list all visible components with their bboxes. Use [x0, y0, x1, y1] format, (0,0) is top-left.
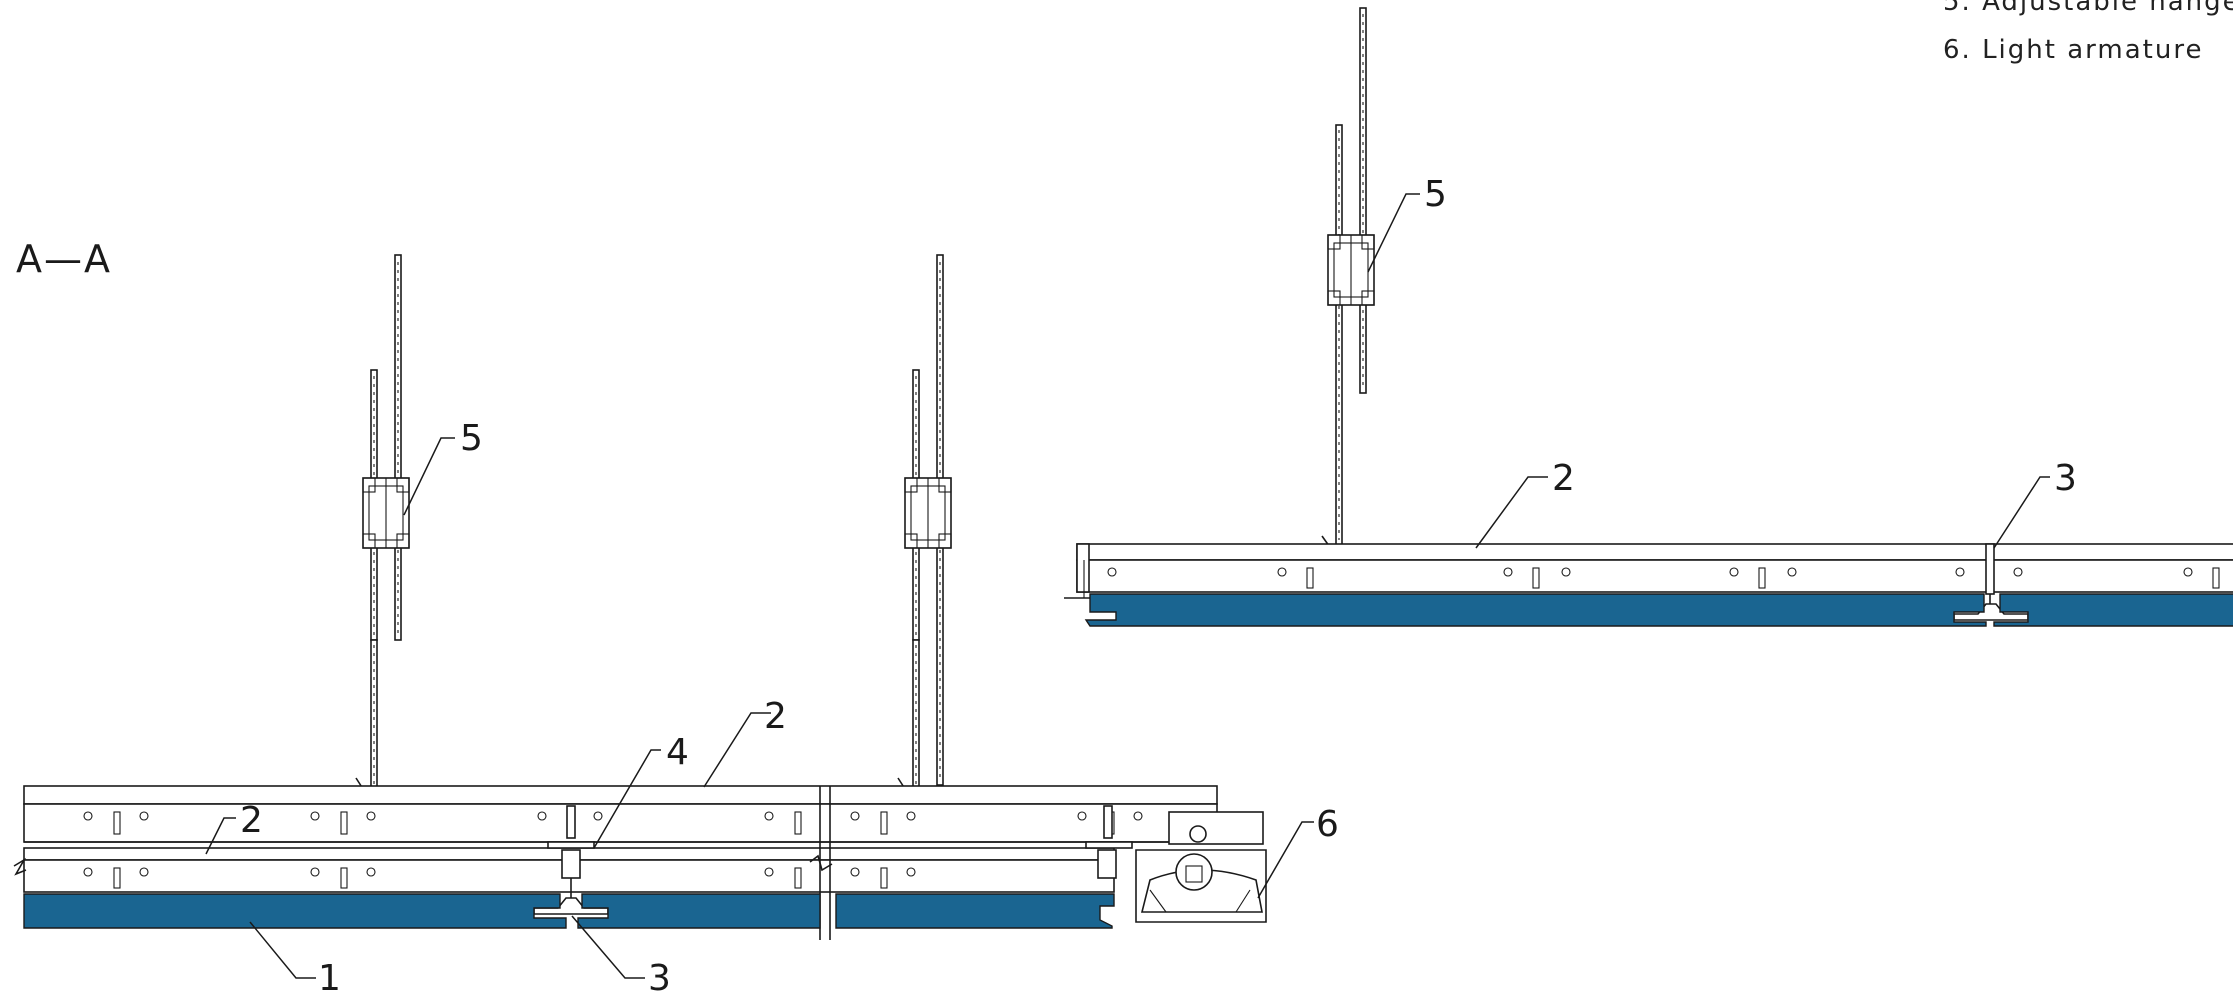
main-profile-upper — [23, 785, 1218, 843]
callout-ceiling-panel: 1 — [318, 958, 341, 993]
callout-panel-clip-right: 3 — [2054, 458, 2077, 499]
left-assembly: 5 2 2 4 6 1 3 — [13, 254, 1339, 993]
callout-hanger: 5 — [460, 418, 483, 459]
callout-cross-connector: 4 — [666, 732, 689, 773]
ceiling-panels-left — [23, 893, 1115, 929]
callout-light-armature: 6 — [1316, 804, 1339, 845]
legend: 5. Adjustable hanger 6. Light armature — [1943, 0, 2233, 65]
callout-main-profile-right: 2 — [1552, 458, 1575, 499]
light-armature — [1135, 811, 1267, 923]
callout-hanger-right: 5 — [1424, 174, 1447, 215]
legend-item-adjustable-hanger: 5. Adjustable hanger — [1943, 0, 2233, 17]
hanger-rod-right — [1321, 7, 1375, 575]
section-label: A—A — [16, 237, 112, 281]
hanger-rod-left-a — [362, 254, 410, 641]
callout-main-profile-top: 2 — [764, 696, 787, 737]
profile-holes-lower — [83, 867, 916, 889]
leaders-right — [1367, 193, 2050, 549]
legend-item-light-armature: 6. Light armature — [1943, 35, 2203, 65]
cross-connector — [533, 805, 1133, 915]
right-assembly: 5 2 3 — [1064, 7, 2233, 627]
callout-main-profile-mid: 2 — [240, 800, 263, 841]
hanger-rod-left-b — [904, 254, 952, 786]
callout-panel-joint: 3 — [648, 958, 671, 993]
ceiling-panels-right — [1084, 593, 2233, 627]
leaders-left — [205, 437, 1314, 979]
main-profile-right — [1064, 543, 2233, 599]
profile-holes-right — [1107, 567, 2220, 589]
panel-clip-right — [1953, 543, 2029, 621]
